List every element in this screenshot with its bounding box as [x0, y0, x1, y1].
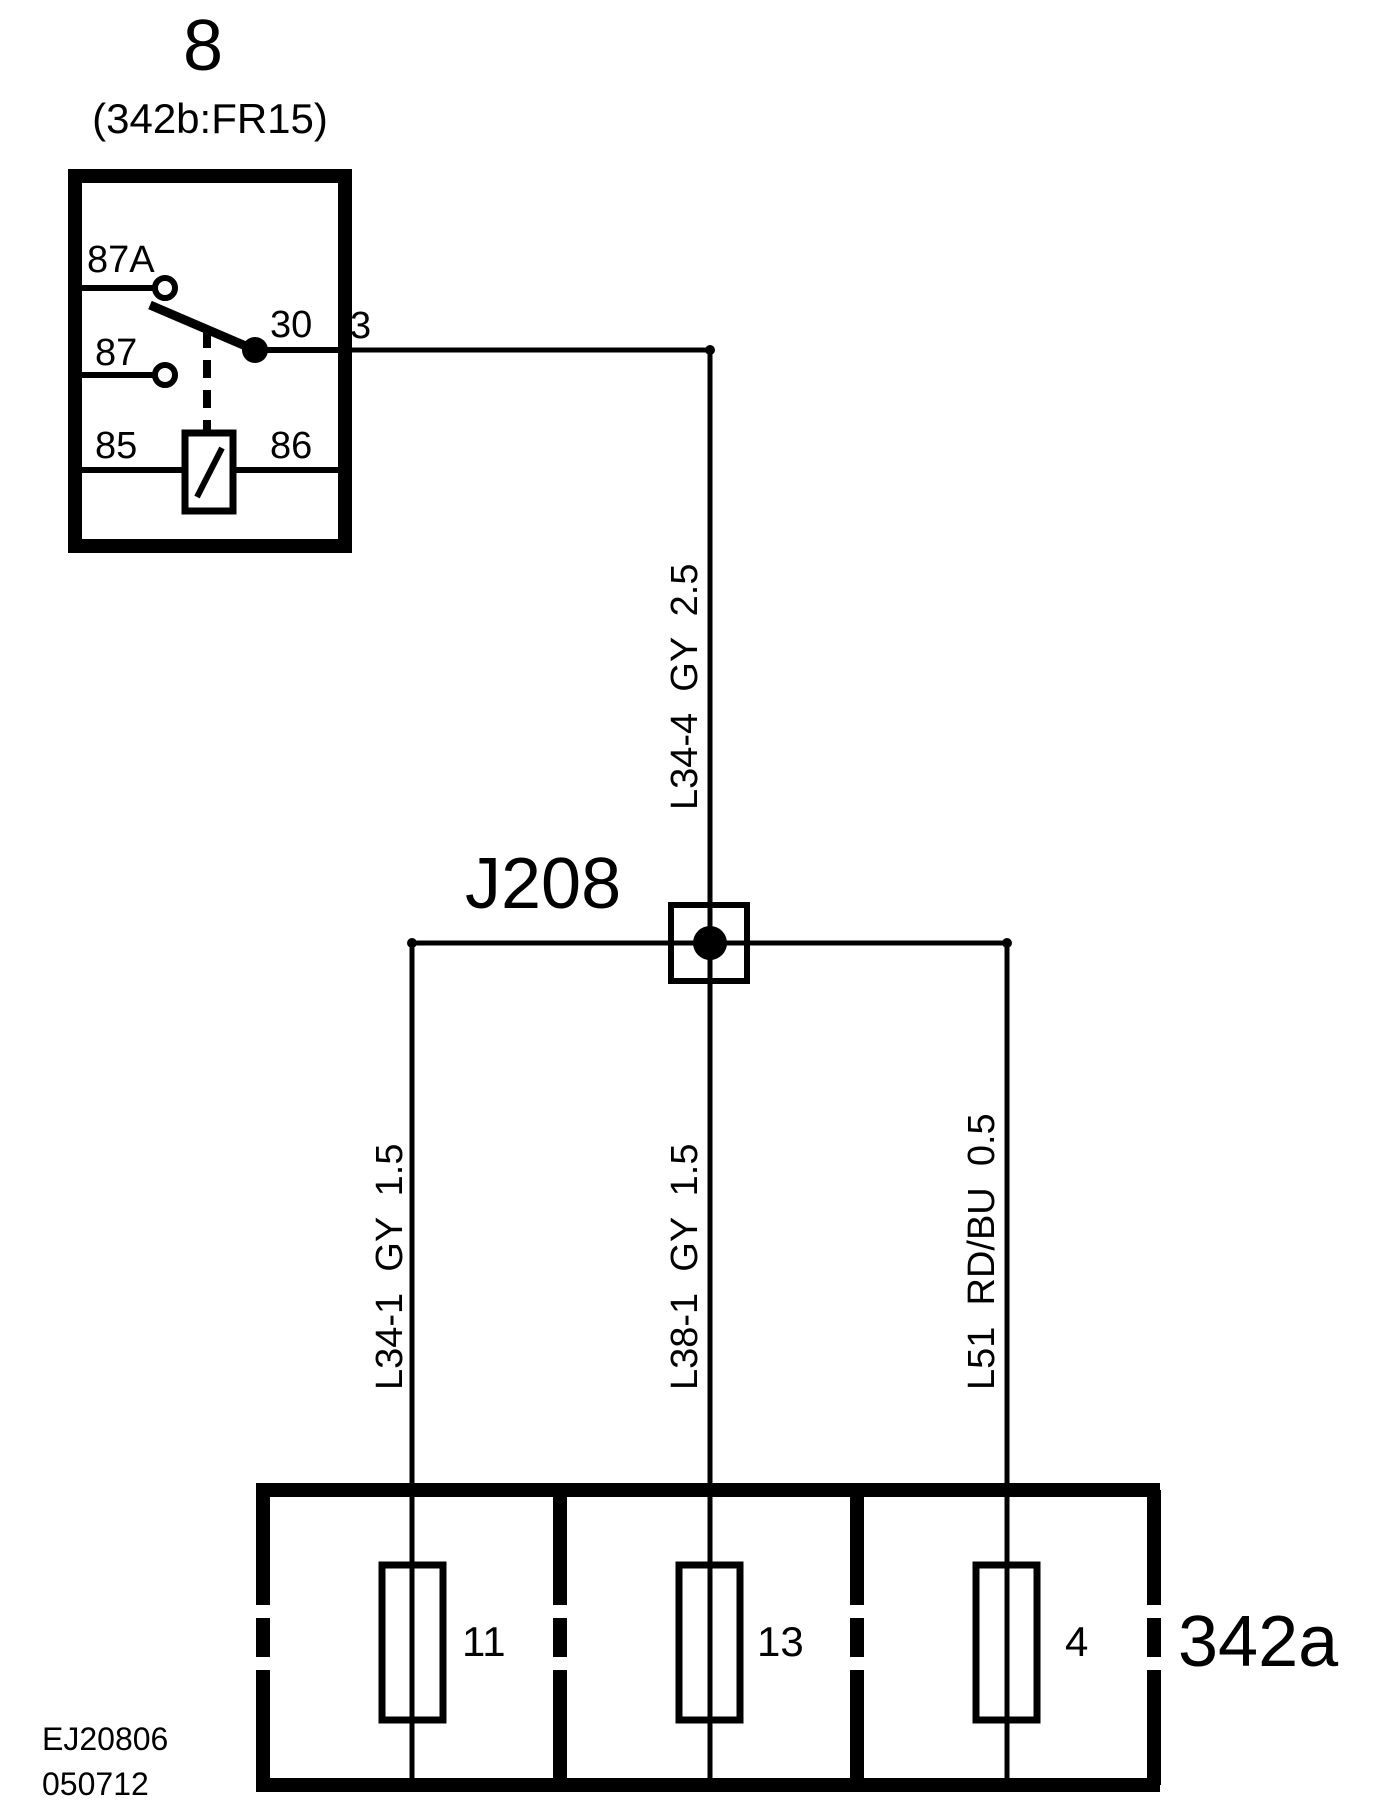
fuse-box-342a: [256, 1483, 1161, 1792]
fuse-11-label: 11: [462, 1618, 506, 1665]
connector-pin-label: 3: [350, 305, 371, 347]
fuse-box-label: 342a: [1178, 1602, 1339, 1682]
coil-diagonal: [194, 446, 225, 499]
fuse-13-label: 13: [757, 1618, 804, 1665]
wire-center-label: L38-1 GY 1.5: [664, 1144, 706, 1390]
switch-blade: [148, 300, 257, 355]
pin-87-contact: [152, 362, 178, 388]
bus-end-right: [1002, 938, 1012, 948]
wire-right-label: L51 RD/BU 0.5: [961, 1113, 1003, 1390]
drawing-date: 050712: [42, 1766, 149, 1802]
relay-housing: [68, 169, 352, 553]
junction-label: J208: [465, 844, 621, 924]
pin-87-label: 87: [95, 332, 137, 374]
relay-location: (342b:FR15): [92, 95, 328, 142]
pin-85-label: 85: [95, 425, 137, 467]
pin-87a-contact: [152, 275, 178, 301]
corner-dot: [705, 345, 715, 355]
pin-30-label: 30: [270, 304, 312, 346]
wire-main-label: L34-4 GY 2.5: [664, 564, 706, 810]
relay-8: [68, 169, 352, 553]
drawing-ref: EJ20806: [42, 1721, 168, 1757]
pin-86-label: 86: [270, 425, 312, 467]
bus-end-left: [407, 938, 417, 948]
junction-dot: [693, 926, 727, 960]
pin-87a-label: 87A: [87, 239, 155, 281]
fuse-4-label: 4: [1065, 1618, 1088, 1665]
wire-left-label: L34-1 GY 1.5: [369, 1144, 411, 1390]
relay-number: 8: [183, 6, 223, 86]
